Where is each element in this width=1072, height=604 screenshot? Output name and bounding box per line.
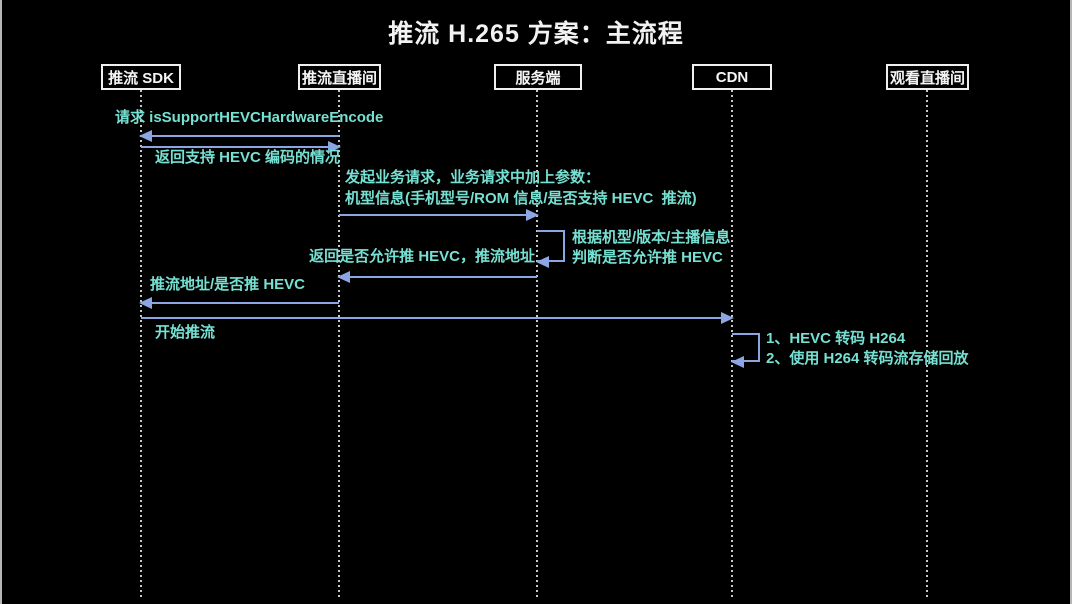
message-label-return-hevc-support: 返回支持 HEVC 编码的情况 <box>155 149 341 166</box>
participant-box-push-live-room: 推流直播间 <box>298 64 381 90</box>
message-arrow-start-push <box>141 312 734 324</box>
message-label-return-allow-hevc: 返回是否允许推 HEVC，推流地址 <box>309 248 535 265</box>
self-loop-server-decide-hevc <box>536 230 565 268</box>
message-label-business-request-line1: 发起业务请求，业务请求中加上参数： <box>345 169 601 186</box>
message-label-cdn-transcode-line1: 1、HEVC 转码 H264 <box>766 330 906 347</box>
participant-box-watch-live-room: 观看直播间 <box>886 64 969 90</box>
message-arrow-return-allow-hevc <box>337 271 537 283</box>
diagram-title: 推流 H.265 方案：主流程 <box>388 20 684 48</box>
message-label-cdn-transcode-line2: 2、使用 H264 转码流存储回放 <box>766 350 969 367</box>
lifeline-watch-live-room <box>926 90 928 597</box>
message-label-push-url: 推流地址/是否推 HEVC <box>150 276 306 293</box>
participant-box-push-sdk: 推流 SDK <box>101 64 181 90</box>
message-label-server-decide-line2: 判断是否允许推 HEVC <box>572 249 723 266</box>
lifeline-server <box>536 90 538 597</box>
message-arrow-business-request <box>339 209 539 221</box>
message-label-business-request-line2: 机型信息(手机型号/ROM 信息/是否支持 HEVC 推流) <box>345 190 697 207</box>
message-label-request-hevc-support: 请求 isSupportHEVCHardwareEncode <box>115 109 384 126</box>
slide-edge-left <box>0 0 2 604</box>
participant-box-server: 服务端 <box>494 64 582 90</box>
message-arrow-push-url <box>139 297 339 309</box>
lifeline-cdn <box>731 90 733 597</box>
message-label-server-decide-line1: 根据机型/版本/主播信息 <box>572 229 731 246</box>
slide-edge-right <box>1070 0 1072 604</box>
message-arrow-return-hevc-support <box>141 141 341 153</box>
message-arrow-request-hevc-support <box>139 130 339 142</box>
self-loop-cdn-transcode <box>731 333 760 368</box>
participant-box-cdn: CDN <box>692 64 772 90</box>
lifeline-push-sdk <box>140 90 142 597</box>
lifeline-push-live-room <box>338 90 340 597</box>
message-label-start-push: 开始推流 <box>155 324 216 341</box>
